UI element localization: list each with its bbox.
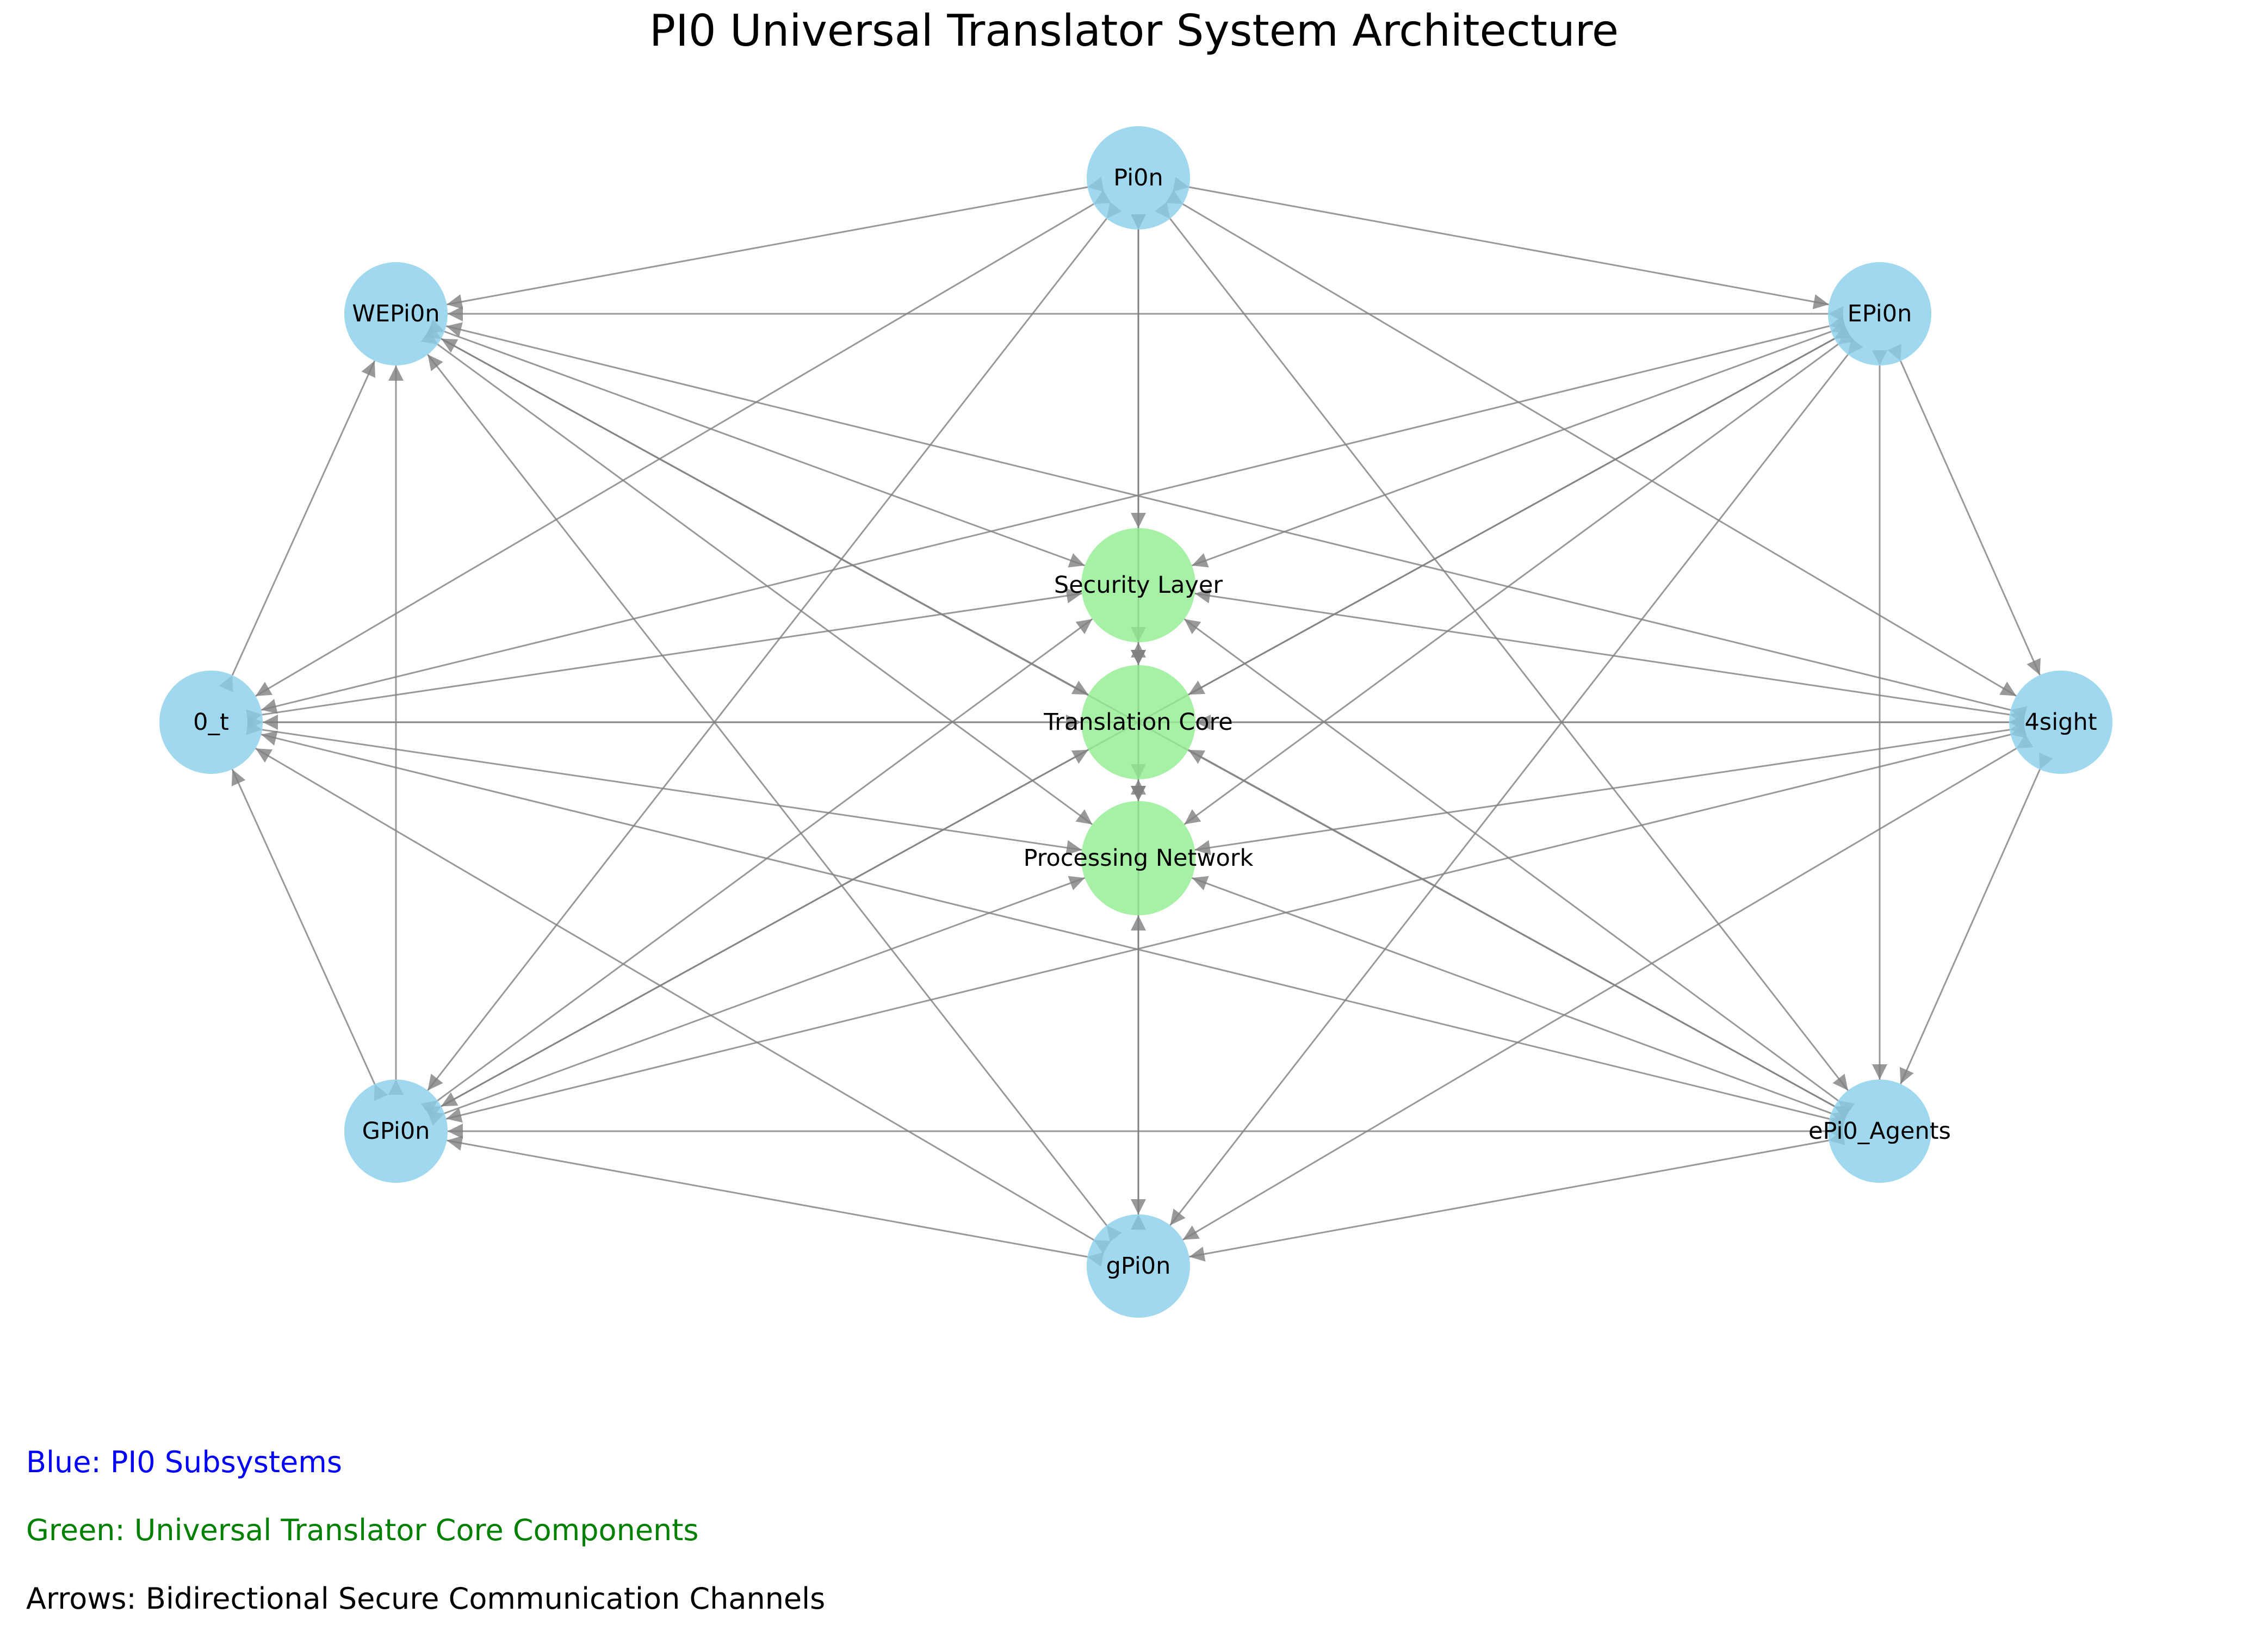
node-epi0n: EPi0n	[1828, 262, 1931, 365]
channel-gpi0n-upper-processing-network	[427, 876, 1086, 1126]
channel-gpi0n-lower-gpi0n-upper	[447, 1136, 1104, 1267]
node-processing-network: Processing Network	[1024, 801, 1254, 915]
channel-0t-security-layer	[246, 588, 1082, 725]
node-circle-translation-core	[1081, 665, 1195, 779]
channel-gpi0n-upper-security-layer	[420, 618, 1093, 1116]
legend-arrows-text: Arrows: Bidirectional Secure Communicati…	[26, 1581, 825, 1616]
node-circle-4sight	[2009, 671, 2112, 774]
node-circle-gpi0n-lower	[1087, 1214, 1190, 1318]
node-label-4sight: 4sight	[2024, 709, 2097, 736]
node-wepi0n: WEPi0n	[344, 262, 448, 365]
node-circle-wepi0n	[344, 262, 448, 365]
node-circle-security-layer	[1081, 528, 1195, 642]
node-label-security-layer: Security Layer	[1054, 572, 1223, 599]
channel-epi0n-gpi0n-lower	[1169, 338, 1863, 1226]
channel-pi0n-gpi0n-upper	[427, 202, 1122, 1091]
channel-4sight-security-layer	[1194, 588, 2026, 724]
node-label-pi0n: Pi0n	[1113, 164, 1163, 191]
diagram-title: PI0 Universal Translator System Architec…	[649, 5, 1619, 56]
channel-4sight-processing-network	[1194, 720, 2026, 855]
node-circle-epi0n	[1828, 262, 1931, 365]
node-security-layer: Security Layer	[1054, 528, 1223, 642]
node-circle-epi0-agents	[1828, 1080, 1931, 1183]
node-4sight: 4sight	[2009, 671, 2112, 774]
channel-epi0-agents-processing-network	[1191, 876, 1849, 1126]
node-gpi0n-upper: GPi0n	[344, 1080, 448, 1183]
channel-gpi0n-lower-wepi0n	[427, 353, 1122, 1242]
node-label-gpi0n-lower: gPi0n	[1106, 1252, 1171, 1280]
node-translation-core: Translation Core	[1043, 665, 1233, 779]
channel-pi0n-wepi0n	[447, 177, 1104, 309]
node-circle-processing-network	[1081, 801, 1195, 915]
channel-wepi0n-processing-network	[420, 329, 1093, 826]
node-0t: 0_t	[159, 671, 263, 774]
legend: Blue: PI0 Subsystems Green: Universal Tr…	[26, 1445, 825, 1616]
channel-0t-processing-network	[246, 720, 1082, 855]
node-pi0n: Pi0n	[1087, 126, 1190, 230]
channel-pi0n-epi0n	[1173, 177, 1829, 309]
channel-epi0-agents-0t	[261, 730, 1846, 1130]
node-label-epi0-agents: ePi0_Agents	[1808, 1118, 1951, 1145]
legend-blue-text: Blue: PI0 Subsystems	[26, 1445, 342, 1479]
channel-gpi0n-upper-0t	[231, 768, 388, 1101]
channel-epi0n-processing-network	[1183, 329, 1855, 826]
channel-wepi0n-security-layer	[427, 319, 1085, 568]
channel-0t-wepi0n	[219, 360, 376, 692]
channel-epi0-agents-gpi0n-lower	[1189, 1130, 1845, 1262]
node-circle-gpi0n-upper	[344, 1080, 448, 1183]
node-label-epi0n: EPi0n	[1848, 300, 1912, 327]
node-circle-0t	[159, 671, 263, 774]
node-label-wepi0n: WEPi0n	[352, 300, 439, 327]
node-circle-pi0n	[1087, 126, 1190, 230]
node-label-0t: 0_t	[193, 709, 229, 736]
channel-epi0-agents-security-layer	[1183, 618, 1855, 1116]
node-gpi0n-lower: gPi0n	[1087, 1214, 1190, 1318]
channel-pi0n-epi0-agents	[1155, 202, 1849, 1091]
channel-4sight-epi0-agents	[1900, 752, 2053, 1084]
legend-green-text: Green: Universal Translator Core Compone…	[26, 1513, 699, 1547]
node-label-translation-core: Translation Core	[1043, 709, 1233, 736]
node-epi0-agents: ePi0_Agents	[1808, 1080, 1951, 1183]
channel-epi0n-4sight	[1887, 344, 2041, 675]
node-label-gpi0n-upper: GPi0n	[362, 1118, 430, 1145]
node-label-processing-network: Processing Network	[1024, 845, 1254, 872]
